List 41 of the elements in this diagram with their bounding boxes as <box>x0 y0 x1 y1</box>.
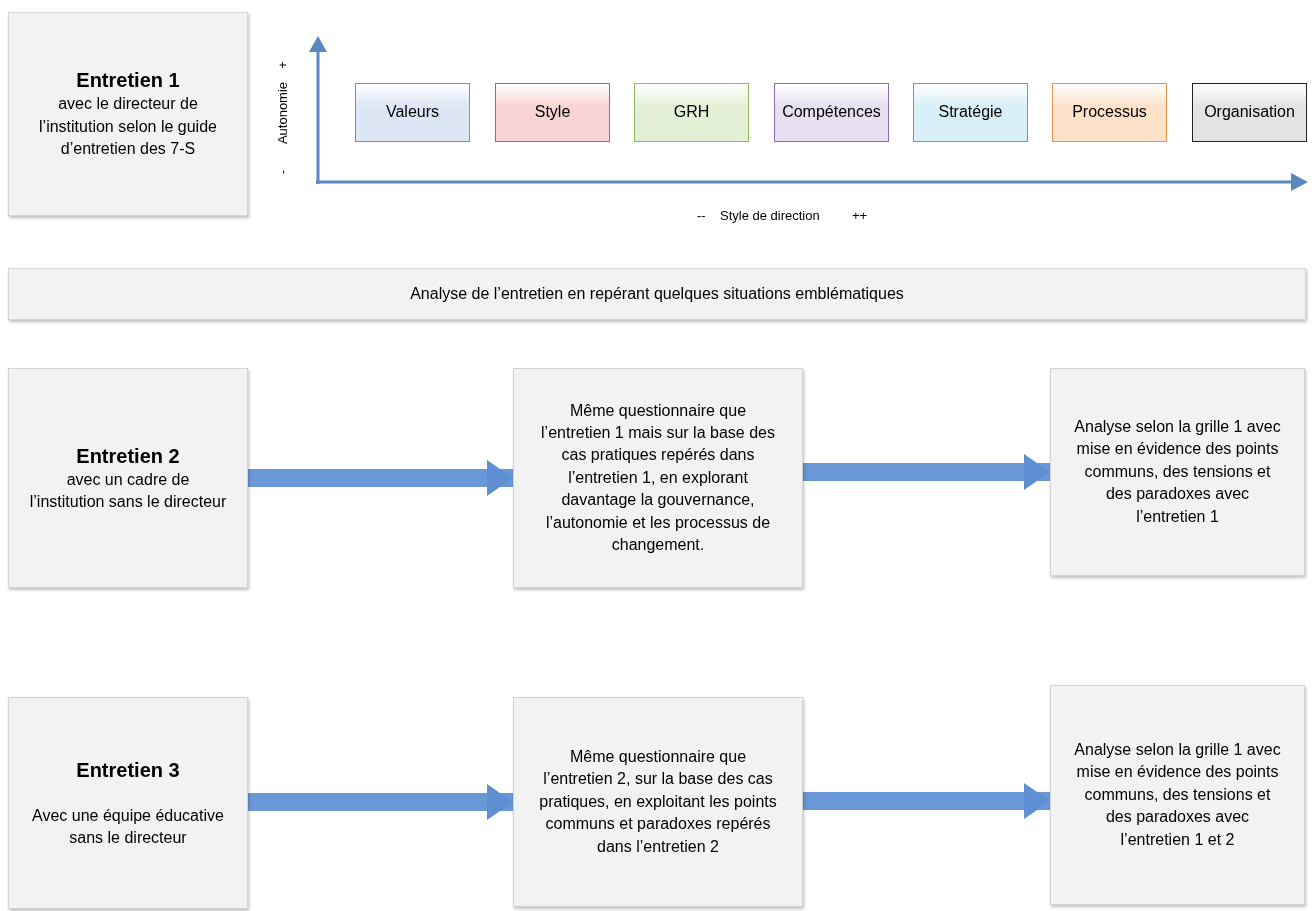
box-text: Même questionnaire que l’entretien 2, sur la base des cas pratiques, en exploitant les points communs et paradoxes repérés dans l’entretien 2 <box>538 747 778 857</box>
process-box <box>1050 685 1305 905</box>
interview-box <box>8 12 248 216</box>
category-box <box>1192 83 1307 142</box>
box-text: Analyse selon la grille 1 avec mise en évidence des points communs, des tensions et des paradoxes avec l’entretien 1 <box>1073 417 1282 527</box>
block-arrow <box>803 454 1050 490</box>
category-box <box>1052 83 1167 142</box>
box-text: Processus <box>1072 102 1147 123</box>
box-text: Avec une équipe éducative sans le directeur <box>31 805 225 848</box>
box-text: Style <box>534 102 571 123</box>
box-text: GRH <box>673 102 710 123</box>
category-box <box>634 83 749 142</box>
box-title: Entretien 3 <box>76 757 180 783</box>
box-text: avec un cadre de l’institution sans le directeur <box>29 469 227 512</box>
box-text: avec le directeur de l’institution selon le guide d’entretien des 7-S <box>38 94 218 160</box>
category-box <box>495 83 610 142</box>
box-text: Compétences <box>782 102 881 123</box>
process-box <box>513 368 803 588</box>
axis-title: Autonomie <box>275 80 291 147</box>
interview-box <box>8 368 248 588</box>
axis-label: ++ <box>852 208 868 224</box>
axis-label: -- <box>697 208 706 224</box>
analysis-band <box>8 268 1306 320</box>
category-box <box>355 83 470 142</box>
box-text: Même questionnaire que l’entretien 1 mais sur la base des cas pratiques repérés dans l’entretien 1, en explorant davantage la gouvernance, l’autonomie et les processus de changement. <box>540 400 776 555</box>
category-box <box>774 83 889 142</box>
process-box <box>513 697 803 907</box>
block-arrow <box>248 460 513 496</box>
box-title: Entretien 1 <box>76 68 180 94</box>
process-box <box>1050 368 1305 576</box>
box-text: Organisation <box>1204 102 1295 123</box>
axis-title: Style de direction <box>720 208 820 224</box>
box-title: Entretien 2 <box>76 443 180 469</box>
box-text: Analyse de l’entretien en repérant quelques situations emblématiques <box>410 283 904 304</box>
interview-box <box>8 697 248 909</box>
box-text: Analyse selon la grille 1 avec mise en évidence des points communs, des tensions et des paradoxes avec l’entretien 1 et 2 <box>1073 740 1282 850</box>
block-arrow <box>803 783 1050 819</box>
block-arrow <box>248 784 513 820</box>
box-text: Valeurs <box>385 102 440 123</box>
box-text: Stratégie <box>938 102 1003 123</box>
category-box <box>913 83 1028 142</box>
